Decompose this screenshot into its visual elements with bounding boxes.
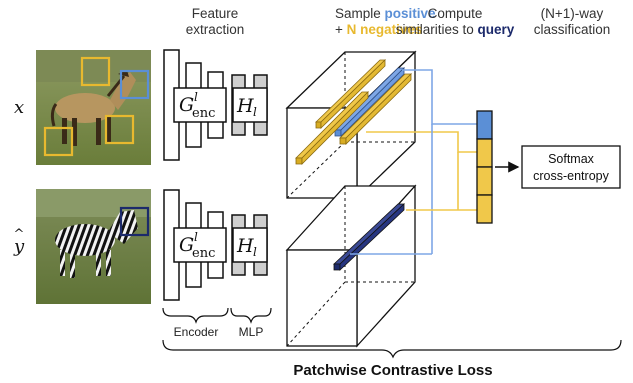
svg-text:enc: enc xyxy=(192,106,215,121)
svg-text:classification: classification xyxy=(534,22,611,37)
header-feature-extraction: Feature extraction xyxy=(186,6,245,37)
svg-text:l: l xyxy=(253,245,257,259)
svg-text:cross-entropy: cross-entropy xyxy=(533,169,609,183)
svg-text:+ N negatives: + N negatives xyxy=(335,22,422,37)
negative-logit-2 xyxy=(476,166,493,196)
negative-connector xyxy=(366,131,477,153)
positive-patch xyxy=(119,69,150,100)
encoder-brace: Encoder xyxy=(162,307,229,339)
negative-logit-3 xyxy=(476,194,493,224)
feature-cube-bottom xyxy=(285,184,417,348)
loss-title: Patchwise Contrastive Loss xyxy=(293,362,492,379)
negative-rod-3 xyxy=(339,73,412,145)
negatives-label: N negatives xyxy=(347,22,423,37)
query-label: query xyxy=(478,22,515,37)
negative-patch-2 xyxy=(104,114,135,145)
header-classification: (N+1)-way classification xyxy=(534,6,611,37)
mlp-bottom: H l xyxy=(231,214,268,276)
svg-text:Softmax: Softmax xyxy=(548,152,595,166)
svg-text:Feature: Feature xyxy=(192,6,239,21)
svg-text:y: y xyxy=(13,236,25,257)
header-compute: Compute similarities to query xyxy=(396,6,515,37)
positive-logit xyxy=(476,110,493,140)
encoder-top: G l enc xyxy=(163,49,227,161)
horse-image xyxy=(36,50,151,165)
svg-text:(N+1)-way: (N+1)-way xyxy=(541,6,604,21)
svg-text:MLP: MLP xyxy=(239,325,264,339)
hat-symbol: ^ xyxy=(14,227,25,242)
mlp-brace: MLP xyxy=(230,307,272,339)
encoder-symbol-bottom: G xyxy=(179,234,194,256)
zebra-image xyxy=(36,189,151,304)
svg-text:Sample positive: Sample positive xyxy=(335,6,436,21)
mlp-symbol-top: H xyxy=(236,95,254,117)
svg-text:enc: enc xyxy=(192,246,215,261)
plus-label: + xyxy=(335,22,347,37)
encoder-symbol-top: G xyxy=(179,94,194,116)
negative-patch-3 xyxy=(43,126,74,157)
svg-text:l: l xyxy=(194,230,198,244)
connection-lines xyxy=(350,69,477,255)
negative-rod-1 xyxy=(315,59,386,129)
mlp-symbol-bottom: H xyxy=(236,235,254,257)
feature-cube-top xyxy=(285,50,417,200)
svg-text:similarities to query: similarities to query xyxy=(396,22,515,37)
softmax-box: Softmax cross-entropy xyxy=(521,145,621,189)
header-sample: Sample positive + N negatives xyxy=(335,6,436,37)
sample-prefix: Sample xyxy=(335,6,385,21)
positive-connector xyxy=(402,69,477,125)
encoder-bottom: G l enc xyxy=(163,189,227,301)
logit-vector xyxy=(476,110,493,224)
svg-text:l: l xyxy=(194,90,198,104)
svg-text:l: l xyxy=(253,105,257,119)
negative-logit-1 xyxy=(476,138,493,168)
negative-patch-1 xyxy=(80,56,111,87)
negative-rod-2 xyxy=(295,91,369,165)
positive-label: positive xyxy=(385,6,437,21)
input-x-label: x xyxy=(14,97,24,118)
svg-text:Compute: Compute xyxy=(428,6,483,21)
svg-text:Encoder: Encoder xyxy=(174,325,219,339)
mlp-top: H l xyxy=(231,74,268,136)
positive-rod xyxy=(334,67,405,137)
svg-text:extraction: extraction xyxy=(186,22,245,37)
query-patch xyxy=(119,206,150,237)
loss-brace: Patchwise Contrastive Loss xyxy=(162,339,622,379)
output-yhat-label: y ^ xyxy=(13,227,25,257)
